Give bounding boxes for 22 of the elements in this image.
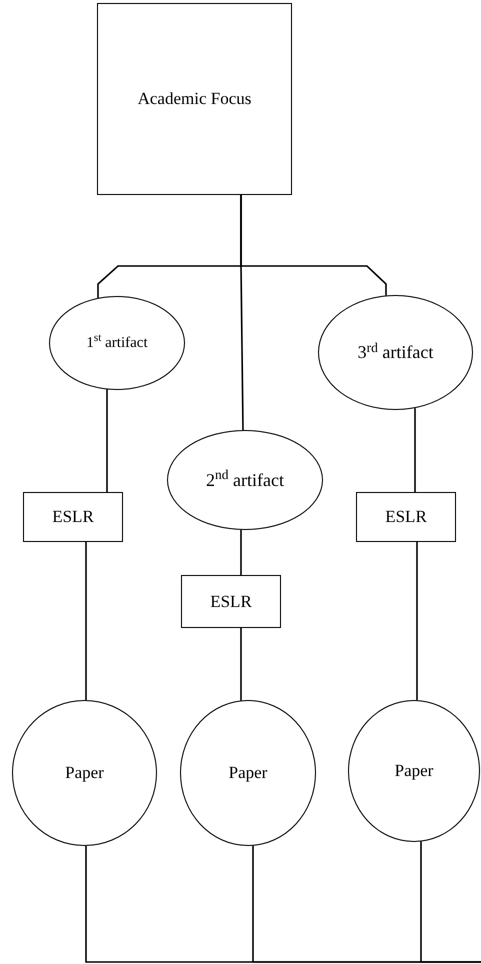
connector-line bbox=[240, 195, 387, 296]
connector-line bbox=[416, 542, 418, 700]
node-label: Paper bbox=[228, 762, 268, 784]
node-label: Paper bbox=[394, 760, 434, 782]
node-label: Paper bbox=[64, 762, 105, 784]
connector-line bbox=[240, 530, 242, 575]
node-label: 3$^{rd}$ artifact bbox=[356, 341, 434, 364]
node-label: 2$^{nd}$ artifact bbox=[205, 468, 285, 492]
node-label: ESLR bbox=[51, 506, 95, 528]
node-label: ESLR bbox=[384, 506, 428, 528]
process-box bbox=[23, 492, 123, 542]
connector-line bbox=[414, 408, 416, 492]
connector-line bbox=[85, 542, 87, 700]
connector-line bbox=[420, 842, 481, 963]
node-label: ESLR bbox=[209, 590, 253, 612]
process-box bbox=[97, 3, 292, 195]
connector-line bbox=[106, 390, 108, 492]
connector-line bbox=[240, 628, 242, 700]
process-box bbox=[356, 492, 456, 542]
process-box bbox=[181, 575, 281, 628]
node-label: Academic Focus bbox=[136, 88, 252, 110]
node-label: 1$^{st}$ artifact bbox=[85, 334, 149, 352]
